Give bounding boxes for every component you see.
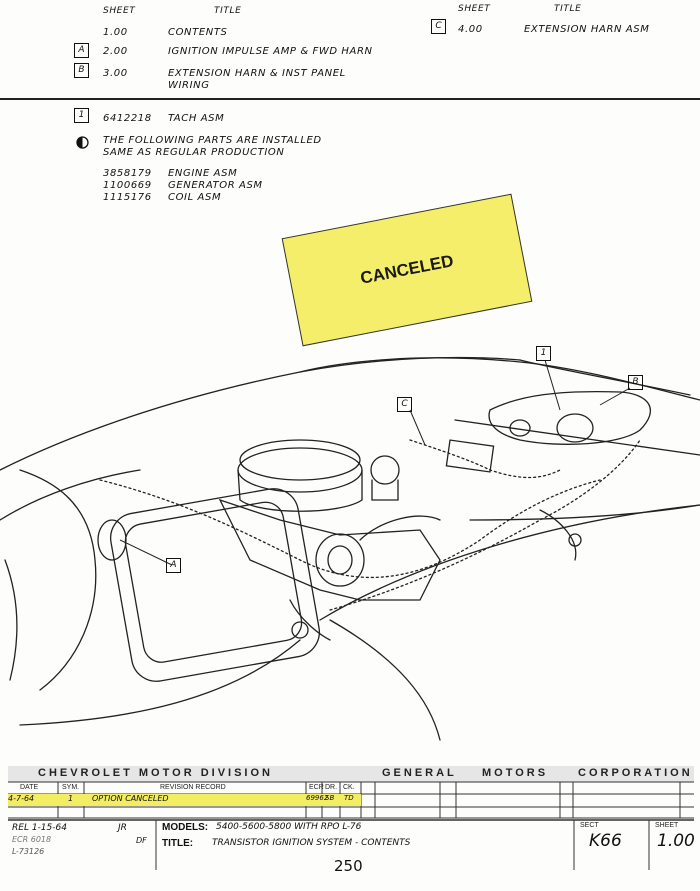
symbol-box-b: B [74, 63, 89, 78]
engine-compartment-illustration [0, 356, 700, 741]
sheet-value: 1.00 [657, 831, 695, 851]
division-label: CHEVROLET MOTOR DIVISION [38, 767, 273, 779]
rev-col-dr: DR. [325, 784, 338, 791]
rev-col-ck: CK. [343, 784, 355, 791]
models-label: MODELS: [162, 822, 209, 833]
sect-value: K66 [589, 831, 622, 851]
rev-text: OPTION CANCELED [92, 794, 169, 803]
part-number-engine: 3858179 [103, 168, 152, 179]
page-number: 250 [334, 857, 363, 875]
callout-b: B [628, 375, 643, 390]
part-number-generator: 1100669 [103, 180, 152, 191]
part-number-coil: 1115176 [103, 192, 152, 203]
contents-title-3: EXTENSION HARN & INST PANEL [168, 68, 346, 79]
rev-col-ecr: ECR [309, 784, 324, 791]
title-block-band [8, 766, 694, 782]
column-header-sheet-right: SHEET [458, 4, 491, 14]
symbol-box-1: 1 [74, 108, 89, 123]
rev-col-record: REVISION RECORD [160, 784, 226, 791]
rev-col-date: DATE [20, 784, 39, 791]
contents-sheet-3: 3.00 [103, 68, 128, 79]
sect-label: SECT [580, 822, 599, 829]
corporation-label: CORPORATION [578, 767, 693, 779]
checked-initials: DF [136, 836, 147, 845]
rev-date: 4-7-64 [8, 794, 35, 803]
note-line-2: SAME AS REGULAR PRODUCTION [103, 147, 285, 158]
column-header-sheet: SHEET [103, 6, 136, 16]
contents-sheet-1: 1.00 [103, 27, 128, 38]
general-label: GENERAL [382, 767, 457, 779]
rev-ecr: 69962 [306, 794, 329, 802]
half-circle-icon [76, 136, 89, 149]
title-label: TITLE: [162, 838, 194, 849]
note-line-1: THE FOLLOWING PARTS ARE INSTALLED [103, 135, 322, 146]
release-date: REL 1-15-64 [12, 823, 67, 833]
motors-label: MOTORS [482, 767, 549, 779]
symbol-box-a: A [74, 43, 89, 58]
drawn-initials: JR [118, 823, 127, 833]
contents-title-1: CONTENTS [168, 27, 228, 38]
rev-col-sym: SYM. [62, 784, 80, 791]
release-number: L-73126 [12, 847, 45, 856]
part-name-generator: GENERATOR ASM [168, 180, 263, 191]
column-header-title: TITLE [214, 6, 242, 16]
title-value: TRANSISTOR IGNITION SYSTEM - CONTENTS [212, 838, 411, 848]
symbol-box-c: C [431, 19, 446, 34]
revision-highlight [8, 794, 361, 806]
contents-title-2: IGNITION IMPULSE AMP & FWD HARN [168, 46, 373, 57]
release-ecr: ECR 6018 [12, 835, 52, 844]
tach-part-number: 6412218 [103, 113, 152, 124]
callout-a: A [166, 558, 181, 573]
sheet-label: SHEET [655, 822, 679, 829]
contents-sheet-4: 4.00 [458, 24, 483, 35]
header-divider [0, 98, 700, 100]
contents-title-3-line2: WIRING [168, 80, 210, 91]
callout-1: 1 [536, 346, 551, 361]
callout-c: C [397, 397, 412, 412]
rev-dr: SB [325, 794, 335, 802]
rev-ck: TD [344, 794, 354, 802]
models-value: 5400-5600-5800 WITH RPO L-76 [216, 822, 362, 832]
tach-part-name: TACH ASM [168, 113, 225, 124]
column-header-title-right: TITLE [554, 4, 582, 14]
part-name-engine: ENGINE ASM [168, 168, 238, 179]
part-name-coil: COIL ASM [168, 192, 222, 203]
contents-sheet-2: 2.00 [103, 46, 128, 57]
rev-sym: 1 [68, 794, 74, 803]
contents-title-4: EXTENSION HARN ASM [524, 24, 650, 35]
